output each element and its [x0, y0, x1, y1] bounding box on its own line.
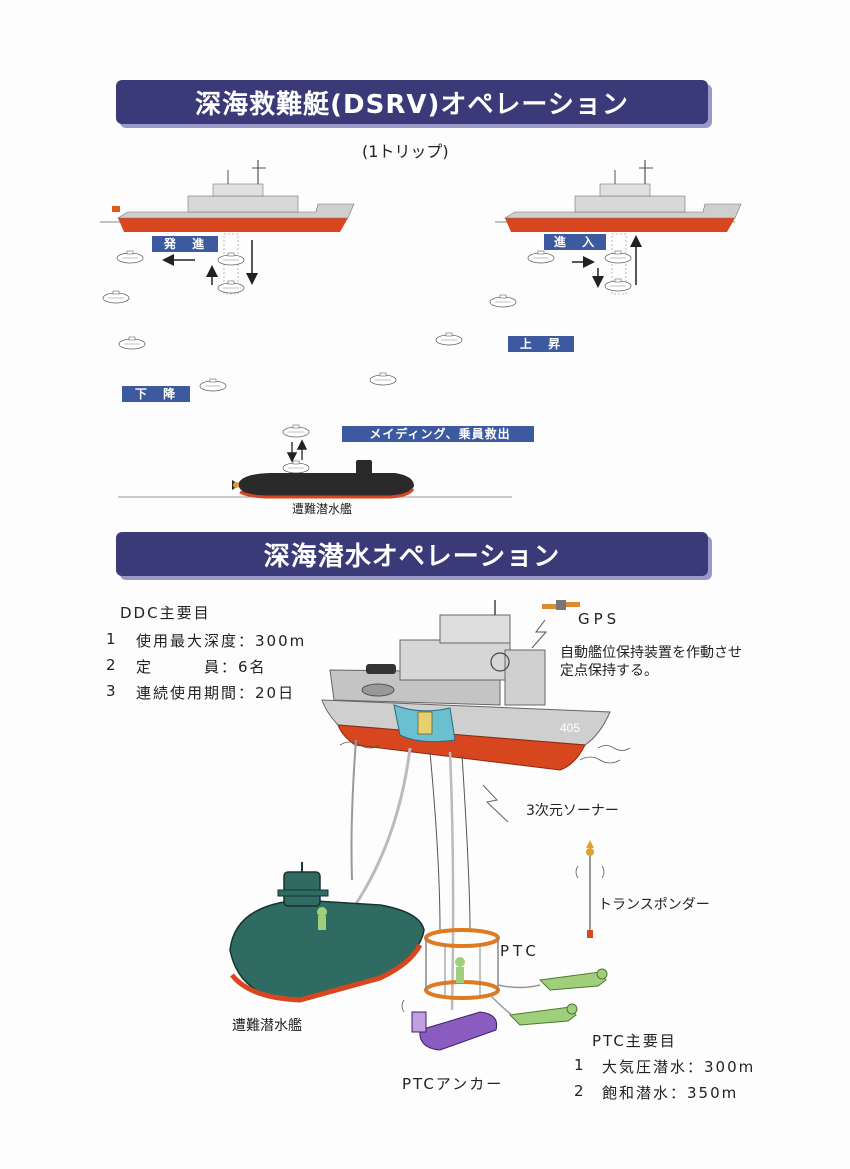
ddc-spec-num: 3 [106, 682, 118, 700]
dsrv-icon [435, 332, 463, 346]
enter-label: 進 入 [544, 234, 606, 250]
dsrv-icon [116, 250, 144, 264]
gps-label: GPS [578, 610, 621, 628]
gps-satellite-icon [542, 600, 580, 610]
dsrv-icon [527, 250, 555, 264]
dsrv-icon [217, 252, 245, 266]
dsrv-title-banner: 深海救難艇(DSRV)オペレーション [116, 80, 708, 124]
rescue-ship-right [504, 159, 742, 233]
dsrv-icon [604, 250, 632, 264]
svg-text:405: 405 [560, 721, 580, 735]
dsrv-icon [282, 460, 310, 474]
dsrv-title: 深海救難艇(DSRV)オペレーション [195, 89, 629, 120]
transponder-icon [575, 840, 605, 938]
dsrv-icon [217, 280, 245, 294]
distressed-sub-large [229, 862, 425, 1003]
mating-rescue-label: メイディング、乗員救出 [342, 426, 534, 442]
dsrv-icon [118, 336, 146, 350]
diver-icon [538, 968, 608, 991]
dsrv-icon [489, 294, 517, 308]
sonar-label: 3次元ソーナー [526, 803, 619, 819]
ptc-specs-title: PTC主要目 [592, 1032, 677, 1050]
ddc-title: 深海潜水オペレーション [263, 541, 561, 572]
ptc-spec-text: 大気圧潜水：300m [602, 1058, 756, 1076]
ddc-title-banner: 深海潜水オペレーション [116, 532, 708, 576]
transponder-label: トランスポンダー [598, 897, 710, 913]
dsrv-subtitle: (1トリップ) [362, 142, 449, 161]
descend-label: 下 降 [122, 386, 190, 402]
flag-left [112, 206, 120, 212]
diver-icon [508, 1003, 578, 1026]
dsrv-icon [102, 290, 130, 304]
distressed-sub-small [232, 460, 415, 499]
ptc-capsule [424, 928, 500, 1000]
ptc-spec-num: 2 [574, 1082, 586, 1100]
ddc-spec-text: 定 員：6名 [136, 658, 267, 676]
distressed-sub-label-2: 遭難潜水艦 [232, 1018, 302, 1034]
ptc-spec-num: 1 [574, 1056, 586, 1074]
ptc-label: PTC [500, 942, 540, 960]
ddc-spec-num: 1 [106, 630, 118, 648]
ascend-label: 上 昇 [508, 336, 574, 352]
ddc-spec-text: 使用最大深度：300m [136, 632, 307, 650]
ddc-spec-text: 連続使用期間：20日 [136, 684, 296, 702]
rescue-ship-left [117, 159, 355, 233]
ptc-anchor [401, 999, 498, 1051]
ship-note-line-1: 自動艦位保持装置を作動させ [560, 645, 742, 661]
ship-note-line-2: 定点保持する。 [560, 663, 658, 679]
ptc-spec-text: 飽和潜水：350m [602, 1084, 739, 1102]
dsrv-icon [199, 378, 227, 392]
ptc-anchor-label: PTCアンカー [402, 1075, 504, 1093]
dsrv-icon [282, 424, 310, 438]
dsrv-icon [369, 372, 397, 386]
ddc-support-ship: 405 [321, 600, 611, 771]
launch-label: 発 進 [152, 236, 218, 252]
dsrv-icon [604, 278, 632, 292]
distressed-sub-label-1: 遭難潜水艦 [292, 502, 353, 516]
ddc-specs-title: DDC主要目 [120, 604, 211, 622]
ddc-spec-num: 2 [106, 656, 118, 674]
